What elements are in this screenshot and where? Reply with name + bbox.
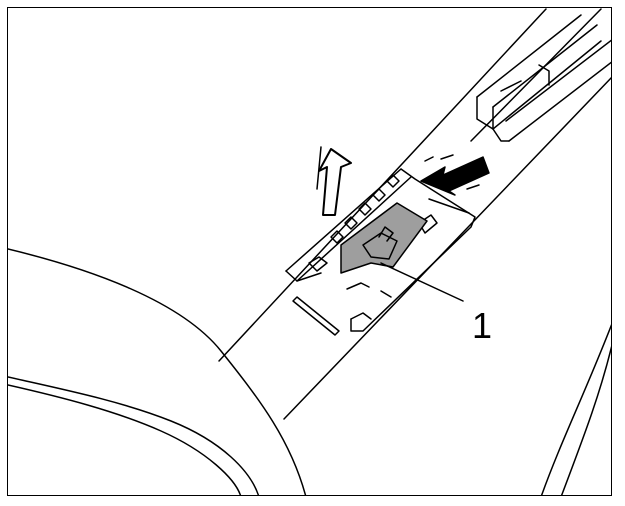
retaining-clip (285, 154, 480, 332)
seat-outline (8, 248, 307, 495)
line-drawing (8, 8, 611, 495)
callout-label: 1 (472, 305, 493, 346)
arrow-down-left-icon (420, 156, 490, 196)
arrow-up-icon (316, 146, 352, 216)
lower-right-outline (540, 324, 611, 495)
slot-outline (292, 296, 340, 336)
ridge-block (476, 14, 611, 142)
figure-frame: 1 (7, 7, 612, 496)
locking-tab-highlight (340, 202, 428, 274)
callout-leader (380, 262, 464, 302)
